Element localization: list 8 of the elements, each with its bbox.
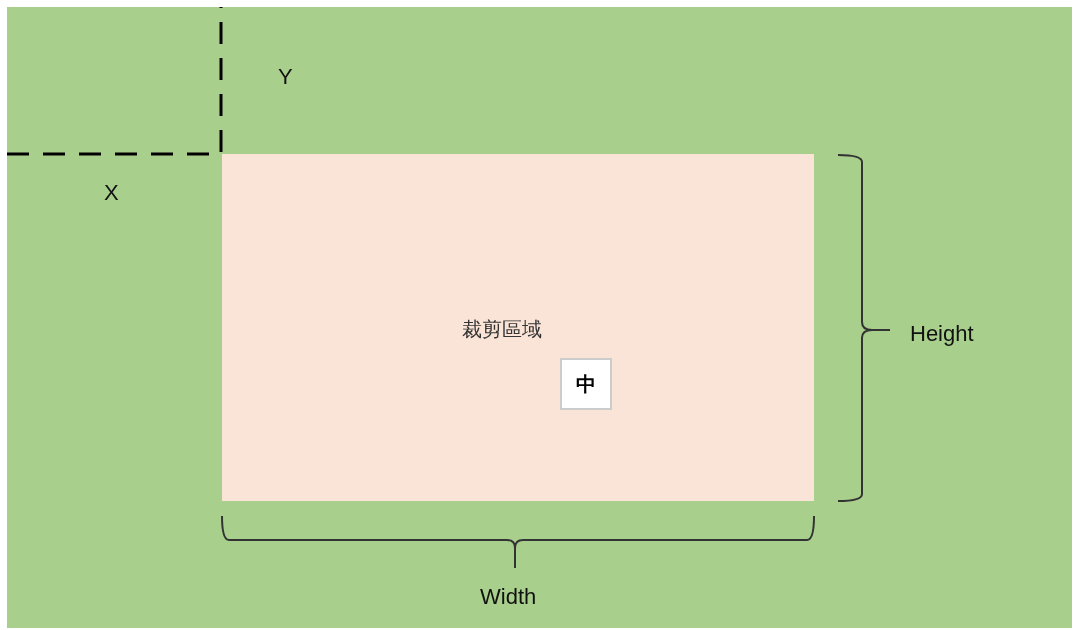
dimension-label: Height	[910, 320, 974, 348]
dimension-label: Width	[480, 583, 537, 611]
crop-region	[222, 154, 814, 501]
input-mode-indicator	[560, 358, 612, 410]
axis-label: X	[104, 179, 119, 207]
region-label: 裁剪區域	[462, 316, 542, 343]
indicator-text: 中	[576, 374, 596, 394]
axis-label: Y	[278, 63, 293, 91]
